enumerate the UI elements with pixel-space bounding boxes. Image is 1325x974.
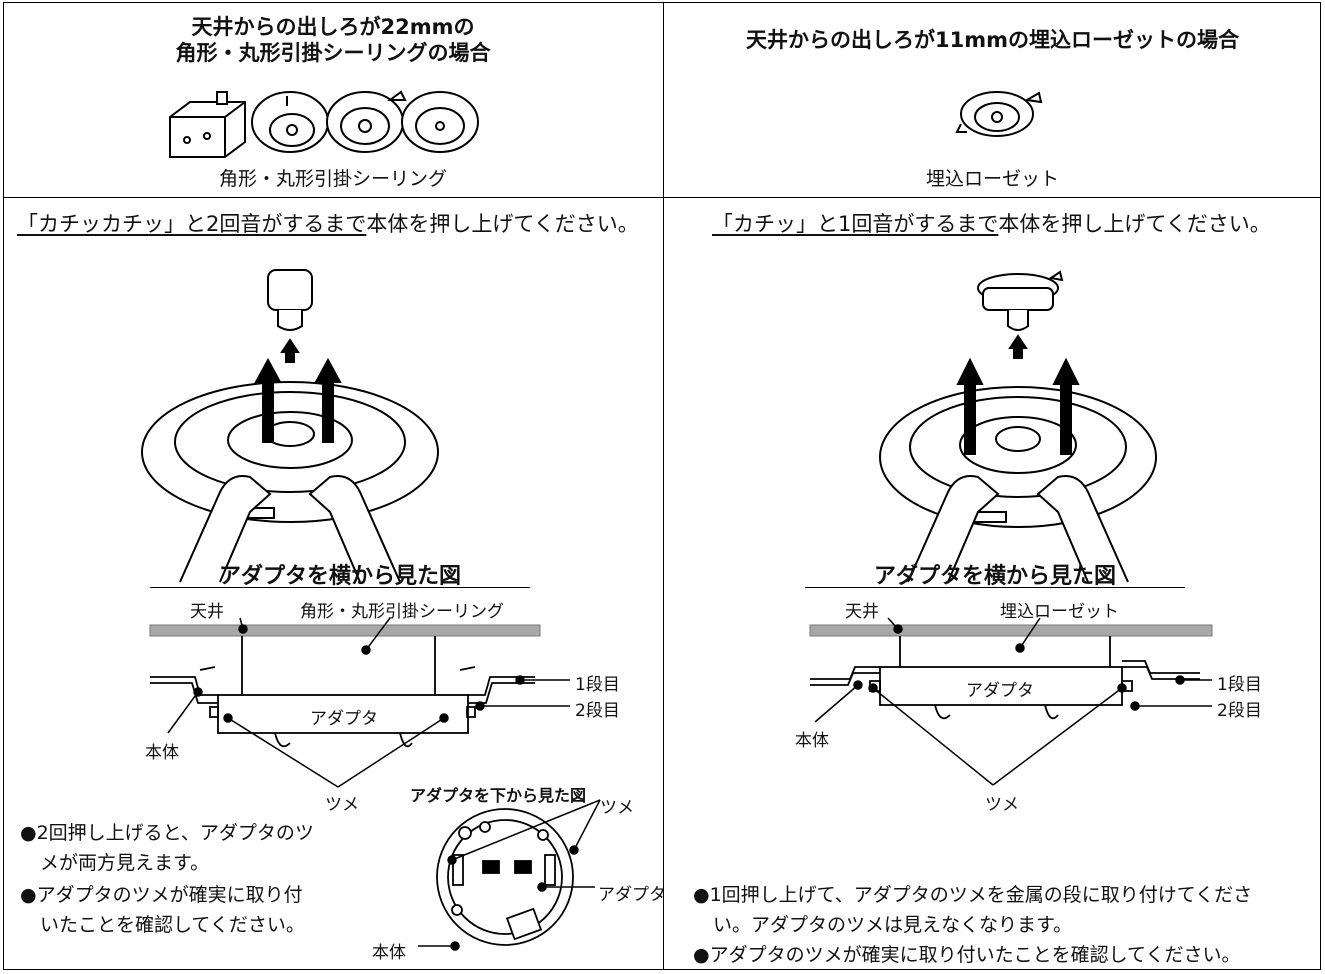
left-figure-title-rule bbox=[150, 587, 530, 588]
left-image-caption: 角形・丸形引掛シーリング bbox=[218, 168, 447, 190]
right-instruction-underlined: 「カチッ」と1回音がするまで bbox=[712, 212, 999, 236]
left-lamp-installation-illustration bbox=[141, 269, 439, 583]
right-header: 天井からの出しろが11mmの埋込ローゼットの場合 bbox=[746, 28, 1239, 52]
right-label-step2: 2段目 bbox=[1217, 701, 1262, 721]
row-divider bbox=[3, 197, 1321, 198]
right-figure-title-rule bbox=[805, 587, 1185, 588]
bottom-label-body: 本体 bbox=[372, 943, 406, 963]
right-bullet-2-line1: ●アダプタのツメが確実に取り付いたことを確認してください。 bbox=[693, 944, 1241, 966]
left-label-ceiling: 天井 bbox=[190, 602, 224, 622]
adapter-bottom-view-diagram bbox=[436, 808, 574, 946]
left-side-view-diagram bbox=[149, 624, 541, 748]
left-label-step1: 1段目 bbox=[575, 675, 620, 695]
right-label-step1: 1段目 bbox=[1217, 675, 1262, 695]
left-bullet-1-line1: ●2回押し上げると、アダプタのツ bbox=[20, 822, 314, 844]
table-frame bbox=[3, 2, 1321, 970]
right-lamp-installation-illustration bbox=[879, 270, 1157, 583]
right-bullet-2: ●アダプタのツメが確実に取り付いたことを確認してください。 bbox=[693, 940, 1240, 970]
right-instruction: 「カチッ」と1回音がするまで本体を押し上げてください。 bbox=[712, 208, 1271, 238]
left-header: 天井からの出しろが22mmの 角形・丸形引掛シーリングの場合 bbox=[3, 14, 663, 66]
right-side-view-diagram bbox=[809, 624, 1213, 720]
bottom-label-claw: ツメ bbox=[600, 798, 634, 818]
left-label-fitting: 角形・丸形引掛シーリング bbox=[300, 602, 504, 622]
right-image-caption: 埋込ローゼット bbox=[925, 168, 1059, 190]
embedded-rosette-illustration bbox=[955, 91, 1043, 137]
left-bullet-2-line2: いたことを確認してください。 bbox=[40, 914, 305, 936]
left-figure-title: アダプタを横から見た図 bbox=[218, 564, 461, 589]
left-label-step2: 2段目 bbox=[575, 701, 620, 721]
ceiling-fittings-illustration bbox=[169, 90, 479, 158]
left-instruction-underlined: 「カチッカチッ」と2回音がするまで bbox=[17, 212, 367, 236]
bottom-label-adapter: アダプタ bbox=[598, 885, 666, 905]
left-instruction-rest: 本体を押し上げてください。 bbox=[366, 212, 639, 236]
right-bullet-1-line2: い。アダプタのツメは見えなくなります。 bbox=[713, 914, 1073, 936]
right-label-ceiling: 天井 bbox=[845, 602, 879, 622]
left-bullet-2: ●アダプタのツメが確実に取り付 いたことを確認してください。 bbox=[20, 880, 305, 940]
left-label-adapter: アダプタ bbox=[310, 709, 378, 729]
right-label-adapter: アダプタ bbox=[966, 681, 1034, 701]
left-label-body: 本体 bbox=[145, 743, 179, 763]
left-header-line1: 天井からの出しろが22mmの bbox=[191, 15, 475, 39]
right-label-claw: ツメ bbox=[985, 795, 1019, 815]
bottom-view-title: アダプタを下から見た図 bbox=[410, 786, 587, 805]
right-label-body: 本体 bbox=[795, 731, 829, 751]
right-bullet-1-line1: ●1回押し上げて、アダプタのツメを金属の段に取り付けてくださ bbox=[693, 884, 1253, 906]
right-bullet-1: ●1回押し上げて、アダプタのツメを金属の段に取り付けてくださ い。アダプタのツメ… bbox=[693, 880, 1252, 940]
right-figure-title: アダプタを横から見た図 bbox=[873, 564, 1116, 589]
left-header-line2: 角形・丸形引掛シーリングの場合 bbox=[175, 41, 491, 65]
right-instruction-rest: 本体を押し上げてください。 bbox=[998, 212, 1271, 236]
left-label-claw: ツメ bbox=[325, 795, 359, 815]
left-bullet-1-line2: メが両方見えます。 bbox=[40, 852, 210, 874]
column-divider bbox=[663, 2, 664, 970]
left-instruction: 「カチッカチッ」と2回音がするまで本体を押し上げてください。 bbox=[17, 208, 639, 238]
right-label-fitting: 埋込ローゼット bbox=[1000, 602, 1119, 622]
left-bullet-1: ●2回押し上げると、アダプタのツ メが両方見えます。 bbox=[20, 818, 314, 878]
left-bullet-2-line1: ●アダプタのツメが確実に取り付 bbox=[20, 884, 303, 906]
